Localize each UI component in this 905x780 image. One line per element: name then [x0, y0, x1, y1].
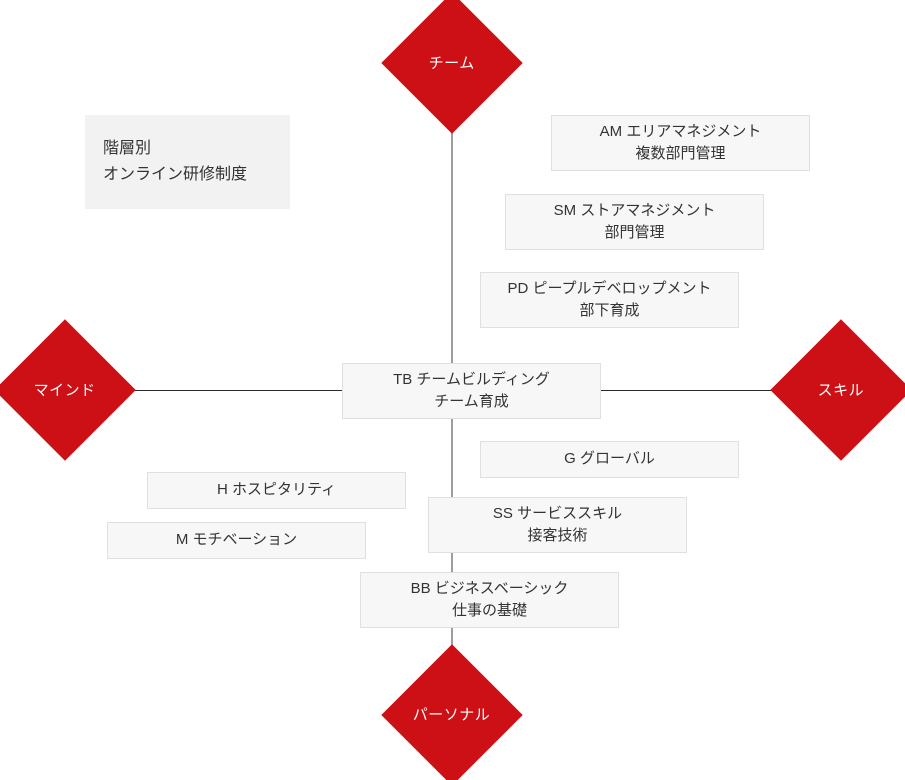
diamond-skill[interactable]: スキル	[770, 319, 905, 461]
box-tb[interactable]: TB チームビルディング チーム育成	[342, 363, 601, 419]
box-am-line-1: AM エリアマネジメント	[599, 122, 762, 140]
diamond-personal[interactable]: パーソナル	[381, 644, 523, 780]
box-ss-line-2: 接客技術	[527, 527, 588, 544]
box-sm-line-1: SM ストアマネジメント	[553, 201, 716, 219]
box-ss-line-1: SS サービススキル	[492, 504, 623, 522]
title-panel: 階層別 オンライン研修制度	[85, 115, 290, 209]
box-g-line-1: G グローバル	[564, 450, 655, 468]
box-tb-line-1: TB チームビルディング	[393, 370, 550, 388]
box-bb[interactable]: BB ビジネスベーシック 仕事の基礎	[360, 572, 619, 628]
box-bb-line-2: 仕事の基礎	[451, 602, 527, 619]
title-line-1: 階層別	[103, 139, 152, 157]
title-line-2: オンライン研修制度	[103, 166, 248, 183]
box-tb-line-2: チーム育成	[434, 393, 509, 410]
box-pd[interactable]: PD ピープルデベロップメント 部下育成	[480, 272, 739, 328]
box-ss[interactable]: SS サービススキル 接客技術	[428, 497, 687, 553]
box-h[interactable]: H ホスピタリティ	[147, 472, 406, 509]
diamond-personal-label: パーソナル	[413, 706, 491, 724]
diamond-team-label: チーム	[428, 54, 476, 72]
box-sm[interactable]: SM ストアマネジメント 部門管理	[505, 194, 764, 250]
diamond-skill-label: スキル	[817, 381, 865, 399]
box-h-line-1: H ホスピタリティ	[216, 481, 337, 499]
box-am[interactable]: AM エリアマネジメント 複数部門管理	[551, 115, 810, 171]
box-m-line-1: M モチベーション	[175, 531, 298, 549]
box-am-line-2: 複数部門管理	[635, 145, 726, 162]
box-pd-line-2: 部下育成	[579, 302, 640, 319]
diamond-mind-label: マインド	[33, 381, 97, 399]
diamond-mind[interactable]: マインド	[0, 319, 136, 461]
box-g[interactable]: G グローバル	[480, 441, 739, 478]
diamond-team[interactable]: チーム	[381, 0, 523, 134]
box-sm-line-2: 部門管理	[604, 224, 665, 241]
box-bb-line-1: BB ビジネスベーシック	[410, 579, 569, 597]
box-m[interactable]: M モチベーション	[107, 522, 366, 559]
box-pd-line-1: PD ピープルデベロップメント	[507, 279, 712, 297]
